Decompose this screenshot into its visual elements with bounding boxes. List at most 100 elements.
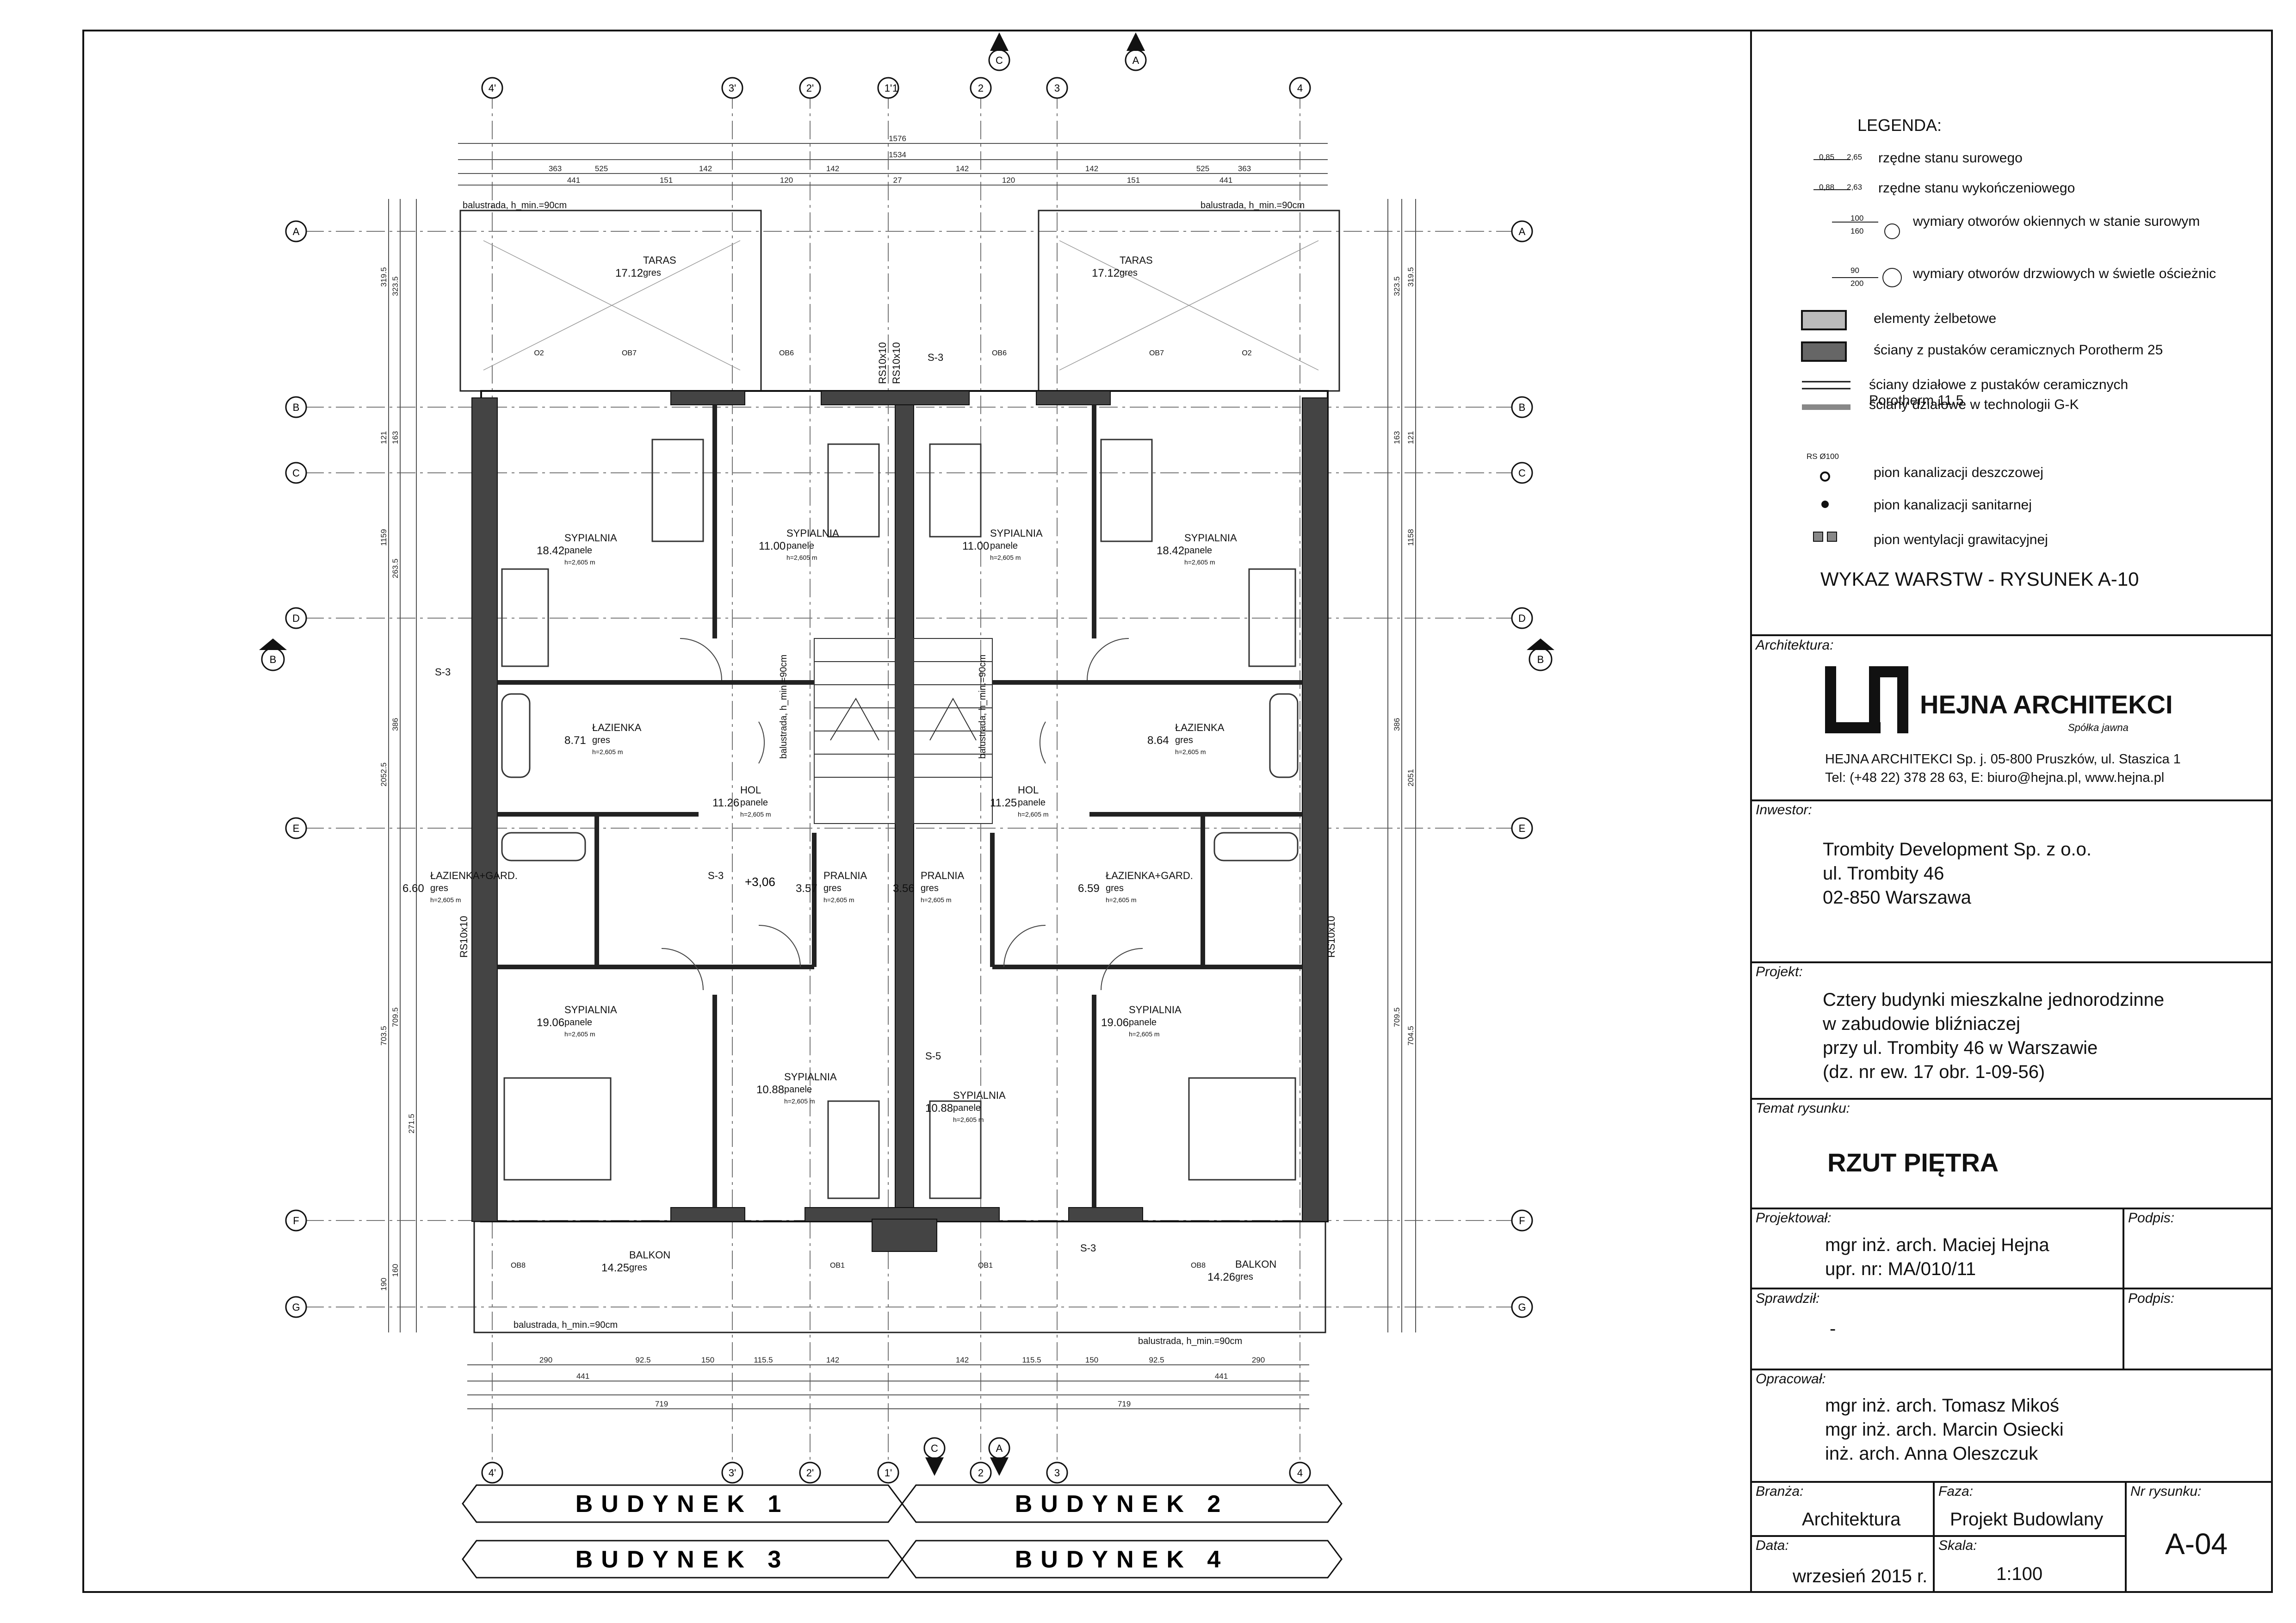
legend-item-label: ściany działowe w technologii G-K xyxy=(1869,397,2079,412)
dimension-text: 2051 xyxy=(1406,769,1415,787)
dimension-text: 142 xyxy=(956,1356,969,1364)
room-floor: gres xyxy=(823,883,842,893)
prepared-line: inż. arch. Anna Oleszczuk xyxy=(1825,1443,2038,1464)
legend-item: pion kanalizacji deszczowej xyxy=(1874,465,2197,481)
room-height: h=2,605 m xyxy=(1106,896,1137,904)
axis-label: 3' xyxy=(729,82,736,94)
architect-contact: Tel: (+48 22) 378 28 63, E: biuro@hejna.… xyxy=(1825,770,2165,785)
room-area: 3.57 xyxy=(796,882,817,895)
window-tag: O2 xyxy=(534,349,544,357)
room-floor: gres xyxy=(643,268,661,278)
legend-sample: 90 xyxy=(1850,266,1859,275)
investor-line: ul. Trombity 46 xyxy=(1823,863,1944,884)
window-tag: OB8 xyxy=(1191,1262,1206,1270)
dimension-text: 121 xyxy=(379,431,388,444)
room-area: 8.71 xyxy=(564,734,586,747)
dimension-text: 92.5 xyxy=(1149,1356,1164,1364)
dimension-text: 709.5 xyxy=(391,1007,400,1027)
dimension-text: 120 xyxy=(780,176,793,185)
building-label: BUDYNEK 2 xyxy=(1015,1491,1229,1518)
dimension-text: 142 xyxy=(826,164,839,173)
architect-label: Architektura: xyxy=(1756,638,1834,653)
room-name: HOL xyxy=(1018,784,1039,796)
dimension-text: 319.5 xyxy=(1406,267,1415,287)
axis-label: A xyxy=(293,226,300,237)
layers-note: WYKAZ WARSTW - RYSUNEK A-10 xyxy=(1820,568,2139,590)
room-name: BALKON xyxy=(1235,1258,1276,1270)
axis-label: C xyxy=(1518,467,1526,479)
legend-item-label: pion kanalizacji deszczowej xyxy=(1874,465,2043,480)
railing-label: balustrada, h_min.=90cm xyxy=(779,655,789,759)
project-lines: Cztery budynki mieszkalne jednorodzinne … xyxy=(1823,988,2164,1084)
railing-label: balustrada, h_min.=90cm xyxy=(463,200,567,211)
room-height: h=2,605 m xyxy=(823,896,854,904)
window-tag: OB7 xyxy=(1149,349,1164,357)
dimension-text: 525 xyxy=(1196,164,1209,173)
legend-item: elementy żelbetowe xyxy=(1874,311,2197,327)
sheet-no-label: Nr rysunku: xyxy=(2130,1484,2202,1499)
room-name: SYPIALNIA xyxy=(786,527,839,539)
dimension-text: 142 xyxy=(956,164,969,173)
room-floor: panele xyxy=(990,541,1018,551)
dimension-text: 709.5 xyxy=(1392,1007,1401,1027)
railing-label: balustrada, h_min.=90cm xyxy=(978,655,988,759)
window-tag: OB1 xyxy=(830,1262,845,1270)
legend-item: pion kanalizacji sanitarnej xyxy=(1874,497,2197,513)
room-area: 3.56 xyxy=(893,882,915,895)
project-line: w zabudowie bliźniaczej xyxy=(1823,1014,2020,1034)
legend-sample: RS Ø100 xyxy=(1807,452,1839,461)
legend-sample: 2,65 xyxy=(1847,153,1863,161)
room-height: h=2,605 m xyxy=(1129,1030,1160,1038)
legend-item-label: rzędne stanu wykończeniowego xyxy=(1878,180,2075,196)
room-height: h=2,605 m xyxy=(784,1097,815,1105)
dimension-text: 290 xyxy=(539,1356,552,1364)
dimension-text: 1534 xyxy=(889,150,906,159)
room-height: h=2,605 m xyxy=(740,811,771,818)
room-area: 14.25 xyxy=(601,1262,629,1274)
legend-item: ściany działowe w technologii G-K xyxy=(1869,397,2193,413)
section-tag: S-5 xyxy=(925,1050,941,1062)
project-label: Projekt: xyxy=(1756,964,1803,979)
project-line: przy ul. Trombity 46 w Warszawie xyxy=(1823,1038,2098,1058)
room-area: 18.42 xyxy=(537,545,564,557)
dimension-text: 271.5 xyxy=(407,1114,416,1134)
prepared-lines: mgr inż. arch. Tomasz Mikoś mgr inż. arc… xyxy=(1825,1394,2064,1466)
axis-label: B xyxy=(1519,402,1526,413)
room-name: TARAS xyxy=(643,254,676,266)
dimension-text: 323.5 xyxy=(1392,276,1401,296)
building-label: BUDYNEK 3 xyxy=(576,1546,790,1573)
room-name: SYPIALNIA xyxy=(1184,532,1237,544)
railing-label: balustrada, h_min.=90cm xyxy=(1201,200,1305,211)
room-floor: panele xyxy=(953,1103,981,1113)
room-height: h=2,605 m xyxy=(564,1030,595,1038)
legend-item: ściany z pustaków ceramicznych Porotherm… xyxy=(1874,342,2197,358)
room-area: 19.06 xyxy=(537,1016,564,1029)
room-area: 11.00 xyxy=(962,540,989,552)
dimension-text: 441 xyxy=(1215,1372,1228,1381)
room-name: TARAS xyxy=(1120,254,1153,266)
axis-label: F xyxy=(293,1215,299,1227)
legend-item: ściany działowe z pustaków ceramicznych … xyxy=(1869,377,2193,409)
dimension-text: 386 xyxy=(391,718,400,731)
axis-label: 4 xyxy=(1297,82,1303,94)
window-tag: OB8 xyxy=(511,1262,526,1270)
room-floor: gres xyxy=(430,883,448,893)
dimension-text: 363 xyxy=(1238,164,1251,173)
room-height: h=2,605 m xyxy=(990,554,1021,561)
room-height: h=2,605 m xyxy=(592,748,623,756)
legend-item-label: ściany działowe z pustaków ceramicznych … xyxy=(1869,377,2129,408)
axis-label: 2' xyxy=(806,82,814,94)
legend-item-label: wymiary otworów okiennych w stanie surow… xyxy=(1913,214,2200,229)
axis-label: F xyxy=(1519,1215,1525,1227)
scale-value: 1:100 xyxy=(1996,1564,2043,1584)
dimension-text: 150 xyxy=(1085,1356,1098,1364)
room-area: 8.64 xyxy=(1147,734,1169,747)
rs-label: RS10x10 xyxy=(1325,916,1337,958)
legend-item: rzędne stanu surowego xyxy=(1878,150,2202,166)
dimension-text: 704.5 xyxy=(1406,1026,1415,1046)
legend-sample: 0,88 xyxy=(1819,183,1835,192)
room-area: 11.26 xyxy=(712,797,739,809)
project-line: Cztery budynki mieszkalne jednorodzinne xyxy=(1823,990,2165,1010)
investor-line: Trombity Development Sp. z o.o. xyxy=(1823,839,2092,860)
legend-sample: 100 xyxy=(1850,214,1864,223)
